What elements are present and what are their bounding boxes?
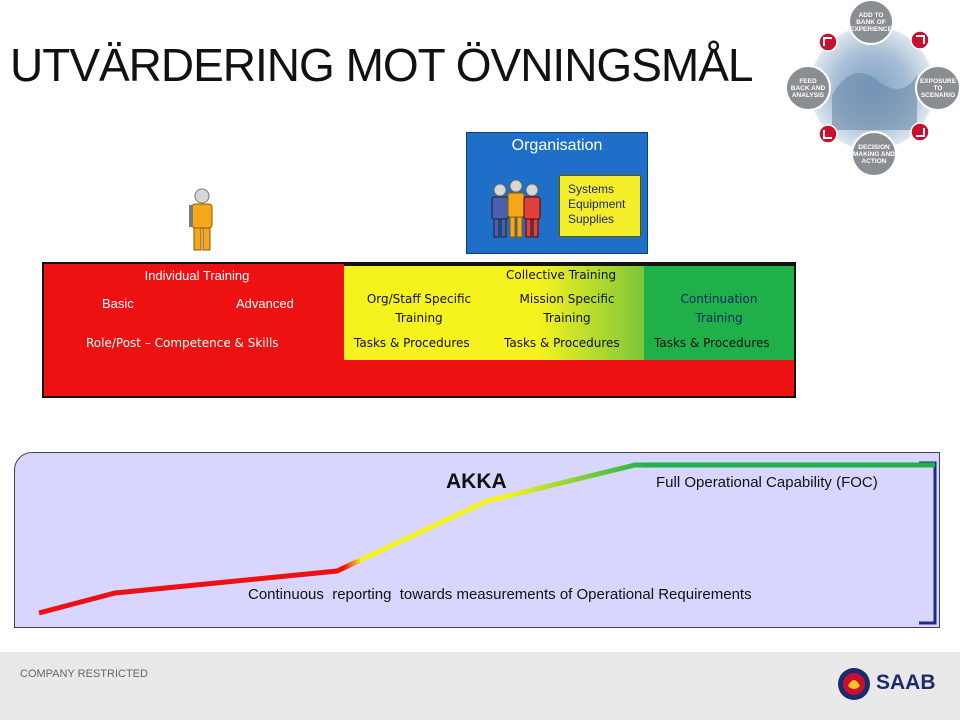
training-band: Individual Training Basic Advanced Role/… — [42, 262, 796, 398]
svg-text:DECISION: DECISION — [858, 144, 890, 151]
cycle-arrow-icon — [818, 124, 838, 144]
individual-person-icon — [189, 188, 213, 251]
equipment-label: Equipment — [568, 197, 626, 211]
svg-text:MAKING AND: MAKING AND — [853, 151, 895, 158]
individual-training-label: Individual Training — [144, 268, 250, 283]
mission-line-2: Training — [543, 311, 591, 325]
competence-skills-label: Role/Post – Competence & Skills — [86, 336, 279, 350]
cycle-node-exposure: EXPOSURE TO SCENARIO — [915, 65, 960, 111]
svg-text:SCENARIO: SCENARIO — [921, 92, 955, 99]
systems-box: Systems Equipment Supplies — [559, 175, 641, 237]
mission-tasks-label: Tasks & Procedures — [504, 336, 620, 350]
company-restricted-label: COMPANY RESTRICTED — [20, 668, 148, 680]
svg-text:ANALYSIS: ANALYSIS — [792, 92, 825, 99]
org-staff-tasks-label: Tasks & Procedures — [354, 336, 470, 350]
capability-growth-line — [38, 462, 935, 616]
svg-text:FEED: FEED — [799, 78, 817, 85]
advanced-label: Advanced — [236, 296, 294, 311]
saab-emblem-icon — [838, 668, 870, 700]
svg-text:EXPOSURE: EXPOSURE — [920, 78, 957, 85]
saab-logo: SAAB — [836, 664, 944, 704]
akka-label: AKKA — [446, 470, 507, 493]
continuation-line-1: Continuation — [680, 292, 758, 306]
continuation-tasks-label: Tasks & Procedures — [654, 336, 770, 350]
mission-line-1: Mission Specific — [519, 292, 615, 306]
svg-text:ACTION: ACTION — [862, 158, 887, 165]
svg-text:EXPERIENCE: EXPERIENCE — [850, 26, 893, 33]
basic-label: Basic — [102, 296, 134, 311]
cycle-node-feedback: FEED BACK AND ANALYSIS — [785, 65, 831, 111]
continuation-training-label: Continuation Training — [654, 290, 784, 328]
cycle-arrow-icon — [910, 122, 930, 142]
group-people-icon — [491, 179, 541, 238]
cycle-arrow-icon — [910, 30, 930, 50]
svg-text:ADD TO: ADD TO — [859, 12, 884, 19]
continuous-reporting-label: Continuous reporting towards measurement… — [248, 586, 752, 603]
svg-text:TO: TO — [934, 85, 943, 92]
org-staff-training-label: Org/Staff Specific Training — [354, 290, 484, 328]
foc-label: Full Operational Capability (FOC) — [656, 474, 878, 491]
capability-panel — [14, 452, 940, 628]
collective-training-label: Collective Training — [506, 268, 617, 282]
organisation-title: Organisation — [511, 137, 603, 154]
cycle-arrow-icon — [818, 32, 838, 52]
mission-training-label: Mission Specific Training — [502, 290, 632, 328]
cycle-node-add-to-bank: ADD TO BANK OF EXPERIENCE — [848, 0, 894, 45]
training-cycle-graphic: ADD TO BANK OF EXPERIENCE EXPOSURE TO SC… — [785, 0, 960, 177]
svg-text:BANK OF: BANK OF — [856, 19, 886, 26]
systems-label: Systems — [568, 182, 615, 196]
saab-wordmark: SAAB — [876, 671, 936, 694]
cycle-node-decision: DECISION MAKING AND ACTION — [851, 131, 897, 177]
org-staff-line-1: Org/Staff Specific — [366, 292, 472, 306]
footer: COMPANY RESTRICTED SAAB — [0, 652, 960, 720]
org-staff-line-2: Training — [395, 311, 443, 325]
supplies-label: Supplies — [568, 212, 615, 226]
training-band-background — [44, 264, 794, 396]
continuation-line-2: Training — [695, 311, 743, 325]
svg-text:BACK AND: BACK AND — [791, 85, 826, 92]
page-title: UTVÄRDERING MOT ÖVNINGSMÅL — [10, 39, 753, 91]
capability-curve — [38, 461, 937, 625]
